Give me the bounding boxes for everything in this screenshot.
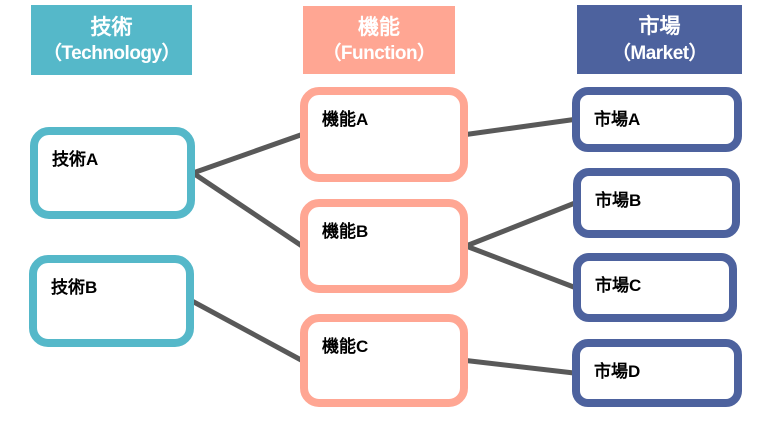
edge-funcC-mktD (465, 358, 575, 376)
node-technology-b: 技術B (29, 255, 194, 347)
edge-techA-funcA (192, 132, 303, 176)
node-function-c: 機能C (300, 314, 468, 407)
node-market-d: 市場D (572, 339, 742, 407)
function-header-title-ja: 機能 (358, 15, 400, 39)
node-technology-a-label: 技術A (52, 150, 99, 169)
node-technology-b-label: 技術B (51, 278, 98, 297)
edge-funcB-mktB (465, 200, 576, 249)
node-market-c: 市場C (573, 253, 737, 322)
node-market-a-label: 市場A (594, 110, 641, 129)
node-market-c-label: 市場C (595, 276, 642, 295)
node-technology-a: 技術A (30, 127, 195, 219)
column-header-function: 機能 （Function） (303, 6, 455, 74)
node-function-a: 機能A (300, 87, 468, 182)
column-header-market: 市場 （Market） (577, 5, 742, 74)
node-market-b-label: 市場B (595, 191, 642, 210)
edge-funcA-mktA (465, 117, 575, 137)
node-function-b: 機能B (300, 199, 468, 293)
node-market-d-label: 市場D (594, 362, 641, 381)
column-header-technology: 技術 （Technology） (31, 5, 192, 75)
node-market-a: 市場A (572, 87, 742, 152)
market-header-title-en: （Market） (611, 42, 708, 64)
technology-header-title-ja: 技術 (90, 15, 133, 39)
node-function-b-label: 機能B (322, 222, 369, 241)
edge-techB-funcC (190, 298, 304, 363)
market-header-title-ja: 市場 (638, 15, 681, 39)
edge-techA-funcB (191, 170, 304, 249)
function-header-title-en: （Function） (322, 43, 436, 65)
node-market-b: 市場B (573, 168, 740, 238)
node-function-a-label: 機能A (322, 110, 369, 129)
edge-funcB-mktC (465, 243, 576, 290)
node-function-c-label: 機能C (322, 337, 369, 356)
technology-header-title-en: （Technology） (42, 43, 181, 65)
